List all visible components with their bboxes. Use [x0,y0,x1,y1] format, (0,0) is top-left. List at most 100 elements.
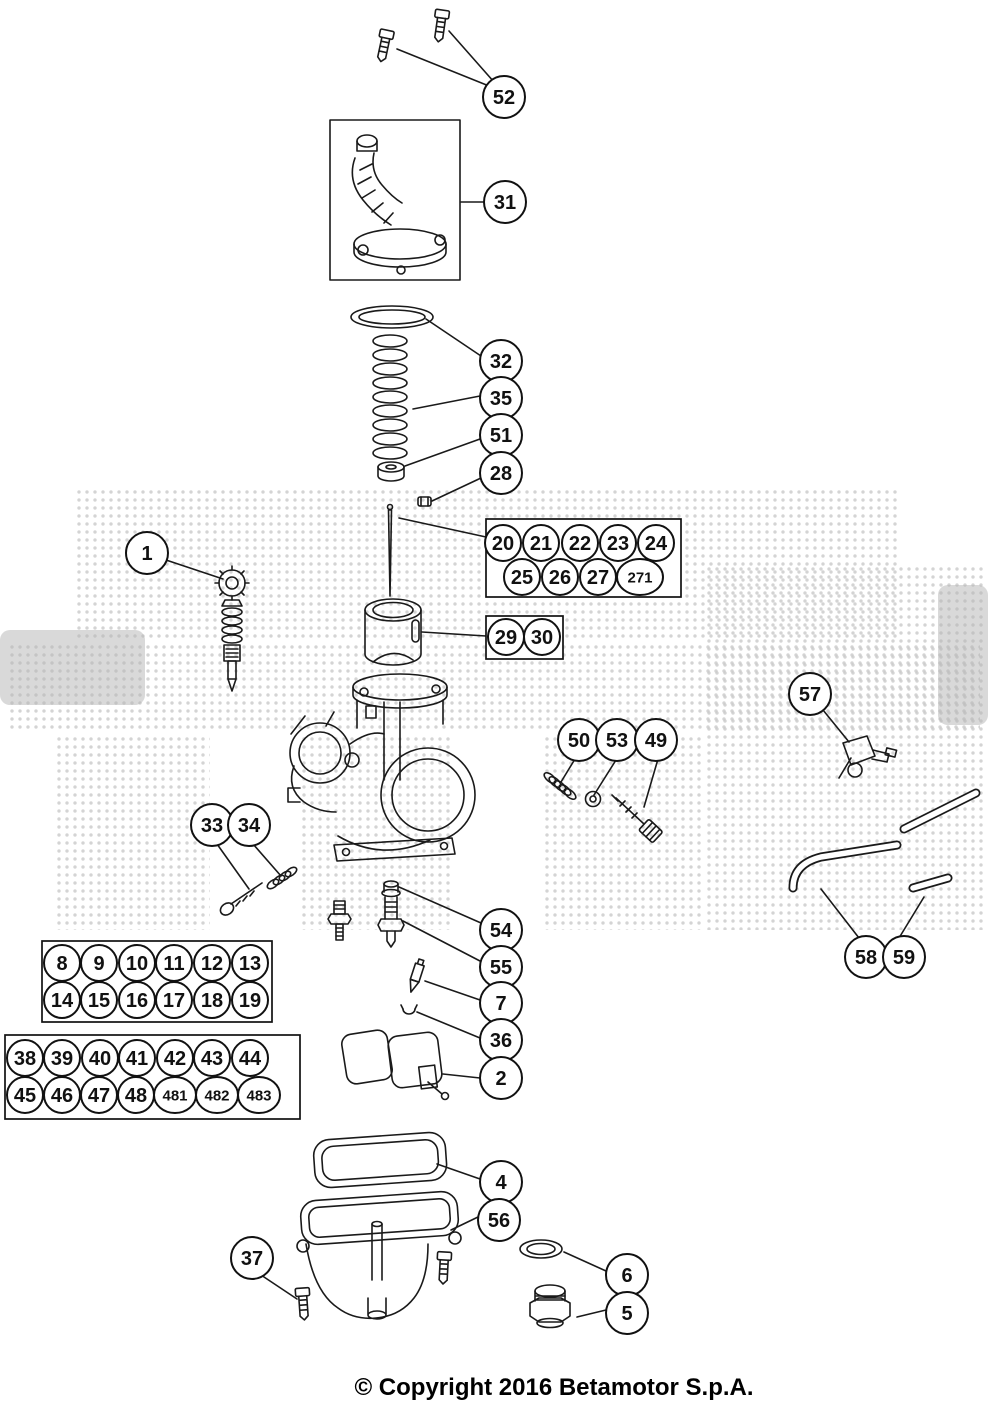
callout-51: 51 [479,413,523,457]
svg-text:51: 51 [490,425,512,447]
callout-9: 9 [80,944,118,982]
callout-50: 50 [557,718,601,762]
callout-18: 18 [193,981,231,1019]
callout-17: 17 [155,981,193,1019]
callout-2: 2 [479,1056,523,1100]
part-carburetor-body [287,673,476,862]
part-needle-clip-28 [417,496,432,507]
callout-483: 483 [237,1076,281,1114]
callout-37: 37 [230,1236,274,1280]
part-vent-tube-bent-58 [788,840,902,893]
part-air-screw-spring-50 [543,771,577,801]
svg-text:19: 19 [239,990,261,1012]
svg-text:36: 36 [490,1030,512,1052]
callout-58: 58 [844,935,888,979]
callout-271: 271 [616,558,664,596]
part-pilot-jet [327,900,352,941]
svg-text:9: 9 [93,953,104,975]
callout-42: 42 [156,1039,194,1077]
svg-text:27: 27 [587,567,609,589]
callout-28: 28 [479,451,523,495]
part-slide-spring-35 [372,334,408,460]
svg-text:54: 54 [490,920,513,942]
svg-text:4: 4 [495,1172,507,1194]
part-bowl-screw [436,1250,453,1285]
callout-52: 52 [482,75,526,119]
callout-33: 33 [190,803,234,847]
callout-14: 14 [43,981,81,1019]
part-float-bowl-56 [296,1190,462,1320]
svg-text:45: 45 [14,1085,36,1107]
callout-20: 20 [484,524,522,562]
callout-39: 39 [43,1039,81,1077]
part-valve-seat-55 [377,896,405,948]
svg-text:15: 15 [88,990,110,1012]
part-drain-plug-5 [529,1284,571,1329]
svg-text:6: 6 [621,1265,632,1287]
part-choke-assembly-1 [214,565,250,692]
part-stop-screw-33 [219,882,263,916]
callout-21: 21 [522,524,560,562]
svg-text:59: 59 [893,947,915,969]
callout-54: 54 [479,908,523,952]
svg-text:483: 483 [246,1088,271,1105]
callout-41: 41 [118,1039,156,1077]
callout-56: 56 [477,1198,521,1242]
svg-text:34: 34 [238,815,261,837]
svg-text:1: 1 [141,543,152,565]
callout-29: 29 [487,618,525,656]
callout-49: 49 [634,718,678,762]
callout-5: 5 [605,1291,649,1335]
callout-32: 32 [479,339,523,383]
svg-text:43: 43 [201,1048,223,1070]
svg-text:23: 23 [607,533,629,555]
svg-text:2: 2 [495,1068,506,1090]
svg-text:5: 5 [621,1303,632,1325]
callout-25: 25 [503,558,541,596]
svg-text:26: 26 [549,567,571,589]
part-vent-tube-long [899,788,981,834]
svg-text:25: 25 [511,567,533,589]
callout-4: 4 [479,1160,523,1204]
svg-text:22: 22 [569,533,591,555]
callout-36: 36 [479,1018,523,1062]
svg-text:13: 13 [239,953,261,975]
copyright-text: © Copyright 2016 Betamotor S.p.A. [354,1374,754,1401]
callout-26: 26 [541,558,579,596]
callout-40: 40 [81,1039,119,1077]
svg-text:48: 48 [125,1085,147,1107]
svg-text:14: 14 [51,990,74,1012]
svg-text:18: 18 [201,990,223,1012]
svg-text:46: 46 [51,1085,73,1107]
part-spring-seat-51 [377,461,405,482]
callout-12: 12 [193,944,231,982]
svg-text:41: 41 [126,1048,148,1070]
part-float-needle-7 [409,958,425,993]
svg-text:10: 10 [126,953,148,975]
callout-15: 15 [80,981,118,1019]
svg-text:21: 21 [530,533,552,555]
callout-10: 10 [118,944,156,982]
part-throttle-slide-29-30 [364,598,422,666]
callout-13: 13 [231,944,269,982]
svg-text:57: 57 [799,684,821,706]
svg-text:481: 481 [162,1088,187,1105]
part-bowl-screw-37 [294,1286,311,1321]
part-top-bolts-52 [376,8,451,63]
svg-text:20: 20 [492,533,514,555]
callout-57: 57 [788,672,832,716]
callout-27: 27 [579,558,617,596]
svg-text:47: 47 [88,1085,110,1107]
svg-text:29: 29 [495,627,517,649]
callout-24: 24 [637,524,675,562]
part-air-screw-49 [611,794,663,843]
svg-text:7: 7 [495,993,506,1015]
svg-text:55: 55 [490,957,512,979]
part-clip-36 [400,1004,418,1015]
part-needle-jet-54 [381,880,401,898]
callout-1: 1 [125,531,169,575]
svg-text:37: 37 [241,1248,263,1270]
callout-482: 482 [195,1076,239,1114]
